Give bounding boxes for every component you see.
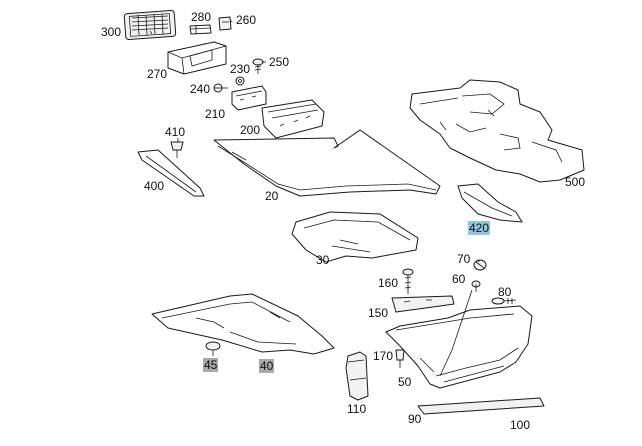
callout-420: 420 <box>468 221 491 235</box>
part-270-bracket <box>167 41 227 75</box>
part-420-bracket <box>457 183 523 223</box>
callout-270: 270 <box>147 67 168 81</box>
part-70-grommet <box>473 259 487 271</box>
callout-250: 250 <box>269 55 290 69</box>
callout-260: 260 <box>236 13 257 27</box>
leader-lines <box>149 19 481 290</box>
callout-90: 90 <box>408 412 422 426</box>
callout-20: 20 <box>265 189 279 203</box>
part-410-clip <box>170 141 184 158</box>
callout-150: 150 <box>368 306 389 320</box>
callout-280: 280 <box>191 10 212 24</box>
part-45-fastener <box>205 341 221 356</box>
callout-240: 240 <box>190 82 211 96</box>
part-300-grille <box>123 9 177 41</box>
callout-60: 60 <box>452 272 466 286</box>
callout-400: 400 <box>144 179 165 193</box>
callout-210: 210 <box>205 107 226 121</box>
callout-500: 500 <box>565 175 586 189</box>
part-150-plate <box>391 295 455 313</box>
part-110-block <box>345 351 369 401</box>
part-20-panel <box>213 129 441 197</box>
part-240-nut <box>213 83 223 93</box>
callout-300: 300 <box>101 25 122 39</box>
callout-410: 410 <box>165 125 186 139</box>
callout-200: 200 <box>240 123 261 137</box>
part-260-clip <box>218 16 232 31</box>
part-30-panel <box>291 211 419 263</box>
part-50-tray <box>385 289 533 389</box>
part-210-bracket <box>231 85 267 111</box>
callout-45: 45 <box>203 358 219 372</box>
callout-170: 170 <box>373 349 394 363</box>
part-500-mat <box>409 79 585 183</box>
callout-40: 40 <box>259 359 275 373</box>
part-200-duct <box>261 99 325 139</box>
callout-230: 230 <box>230 62 251 76</box>
part-280-block <box>189 24 212 35</box>
callout-70: 70 <box>457 252 471 266</box>
part-230-nut <box>235 76 245 86</box>
callout-110: 110 <box>347 402 367 416</box>
callout-30: 30 <box>316 253 330 267</box>
callout-50: 50 <box>398 375 412 389</box>
part-170-clip <box>395 349 405 368</box>
part-400-strip <box>137 149 205 197</box>
part-250-screw <box>252 58 264 74</box>
callout-80: 80 <box>498 285 512 299</box>
part-40-panel <box>151 293 335 355</box>
callout-160: 160 <box>378 276 399 290</box>
part-80-screw <box>491 297 517 305</box>
part-90-strip <box>417 397 545 415</box>
callout-100: 100 <box>510 418 531 432</box>
part-160-screw <box>402 268 414 294</box>
